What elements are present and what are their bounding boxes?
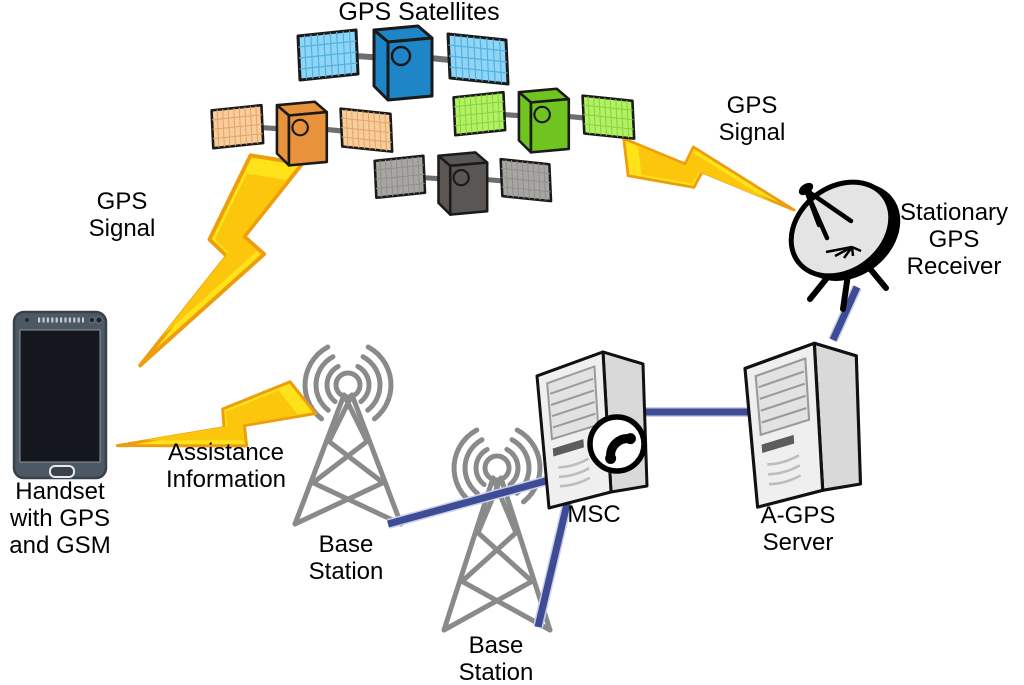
gps-signal-right-label: GPS Signal bbox=[718, 92, 786, 146]
base-station-2-label: Base Station bbox=[458, 632, 534, 685]
handset-label: Handset with GPS and GSM bbox=[9, 478, 111, 559]
stationary-receiver-label: Stationary GPS Receiver bbox=[899, 199, 1009, 280]
agps-server-label: A-GPS Server bbox=[760, 502, 836, 556]
link-msc-basestation2 bbox=[533, 485, 576, 629]
satellite-gray bbox=[373, 151, 553, 216]
base-station-1-tower bbox=[292, 344, 404, 527]
link-agps-server-receiver bbox=[828, 284, 862, 343]
gps-signal-bolt-right bbox=[622, 137, 796, 212]
msc-label: MSC bbox=[567, 501, 621, 528]
title-gps-satellites: GPS Satellites bbox=[338, 0, 500, 26]
phone-icon bbox=[587, 414, 647, 474]
link-basestation1-msc bbox=[386, 472, 562, 529]
base-station-1-label: Base Station bbox=[308, 531, 384, 585]
handset-phone bbox=[12, 310, 108, 480]
assistance-info-label: Assistance Information bbox=[165, 439, 287, 493]
agps-server bbox=[743, 341, 863, 509]
gps-signal-bolt-left bbox=[138, 153, 305, 368]
gps-signal-left-label: GPS Signal bbox=[88, 188, 156, 242]
satellite-orange bbox=[210, 100, 394, 167]
satellite-blue bbox=[296, 24, 510, 102]
base-station-2-tower bbox=[441, 427, 553, 633]
assistance-info-bolt bbox=[115, 380, 318, 448]
stationary-gps-receiver-dish bbox=[788, 179, 901, 312]
satellite-green bbox=[452, 87, 636, 154]
